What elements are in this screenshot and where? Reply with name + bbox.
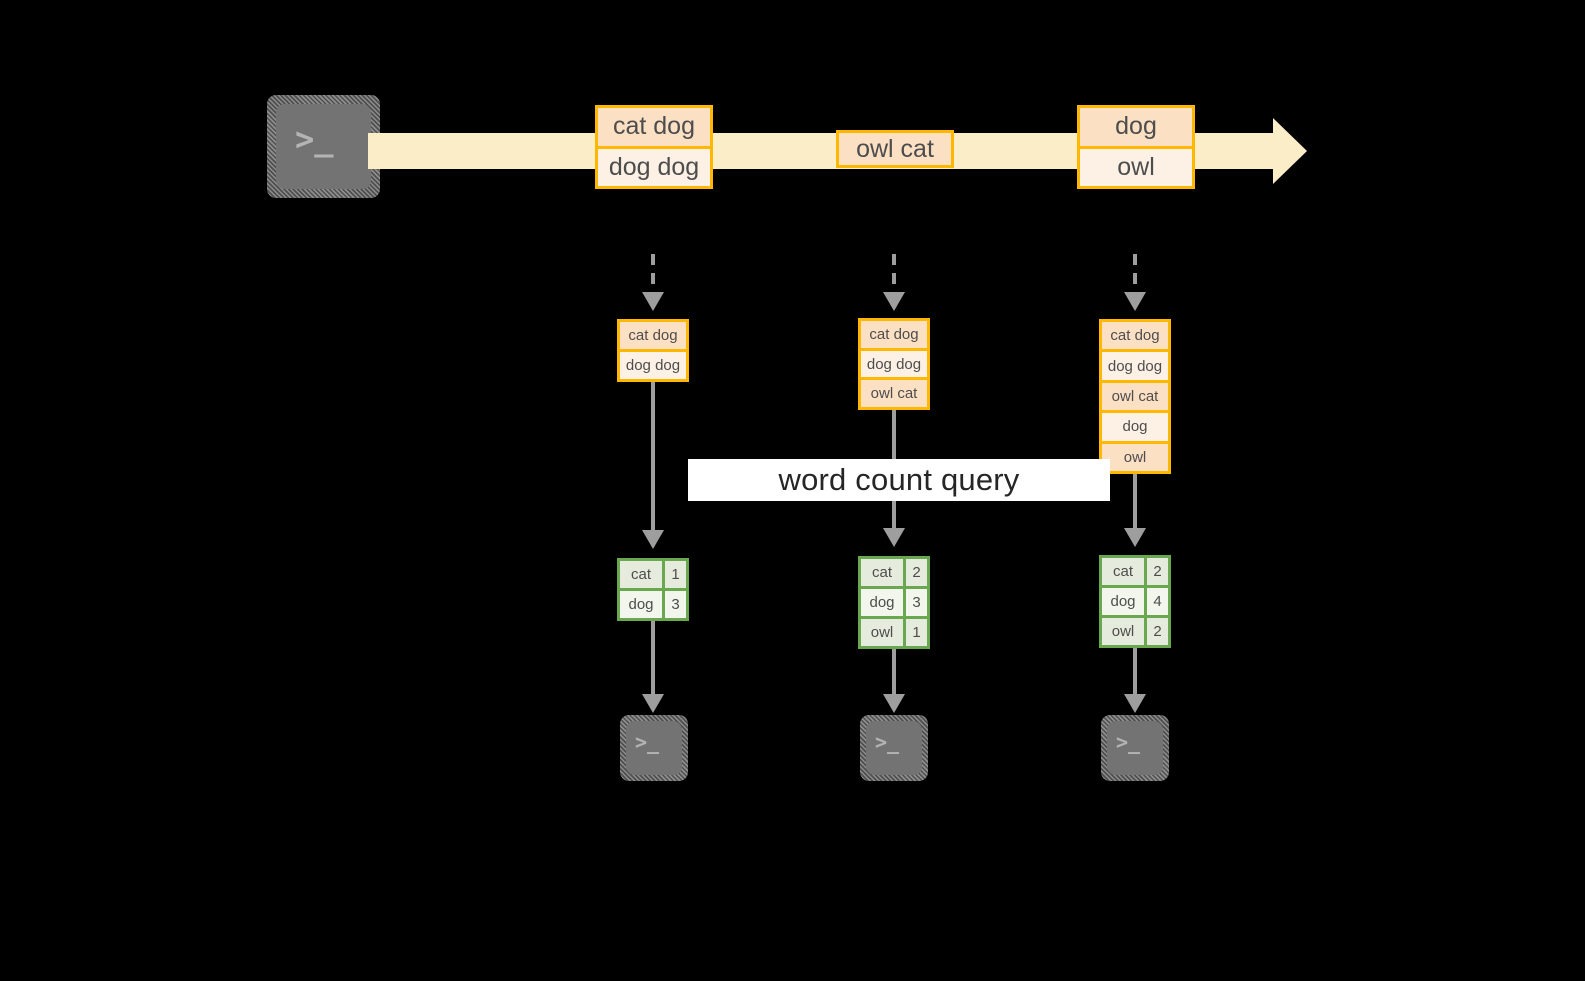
result-count: 2 (1144, 558, 1168, 585)
result-count: 2 (1144, 618, 1168, 645)
stream-message-2: owl cat (836, 130, 954, 168)
result-word: cat (861, 559, 903, 586)
result-row: cat 2 (1102, 558, 1168, 585)
result-count: 1 (662, 561, 686, 588)
buffer-3: cat dog dog dog owl cat dog owl (1099, 319, 1171, 474)
result-to-sink-connector-2 (892, 649, 896, 696)
result-word: dog (1102, 588, 1144, 615)
buffer-line: dog dog (861, 347, 927, 378)
buffer-line: dog dog (620, 349, 686, 379)
sink-terminal-icon-2: >_ (860, 715, 928, 781)
result-row: cat 2 (861, 559, 927, 586)
terminal-face (276, 104, 371, 189)
result-table-2: cat 2 dog 3 owl 1 (858, 556, 930, 649)
buffer-2: cat dog dog dog owl cat (858, 318, 930, 410)
stream-to-buffer-arrowhead-2 (883, 292, 905, 311)
result-count: 2 (903, 559, 927, 586)
result-word: dog (620, 591, 662, 618)
buffer-to-result-connector-3 (1133, 474, 1137, 530)
stream-message-1: cat dog dog dog (595, 105, 713, 189)
terminal-prompt-glyph: >_ (1116, 730, 1141, 754)
terminal-face (1107, 721, 1163, 775)
result-to-sink-arrowhead-3 (1124, 694, 1146, 713)
buffer-line: cat dog (620, 322, 686, 349)
buffer-line: dog (1102, 410, 1168, 441)
record-line: owl (1080, 145, 1192, 186)
buffer-line: cat dog (861, 321, 927, 348)
query-label-text: word count query (778, 462, 1020, 497)
record-line: cat dog (598, 108, 710, 146)
buffer-line: owl cat (861, 377, 927, 408)
stream-to-buffer-connector-2 (892, 254, 896, 294)
result-count: 3 (903, 589, 927, 616)
result-word: cat (620, 561, 662, 588)
result-word: dog (861, 589, 903, 616)
result-row: dog 3 (861, 586, 927, 616)
result-count: 3 (662, 591, 686, 618)
result-to-sink-arrowhead-1 (642, 694, 664, 713)
buffer-line: dog dog (1102, 349, 1168, 380)
result-to-sink-arrowhead-2 (883, 694, 905, 713)
source-terminal-icon: >_ (267, 95, 380, 198)
result-word: owl (1102, 618, 1144, 645)
result-to-sink-connector-1 (651, 621, 655, 696)
stream-to-buffer-arrowhead-3 (1124, 292, 1146, 311)
result-table-1: cat 1 dog 3 (617, 558, 689, 621)
buffer-to-result-arrowhead-1 (642, 530, 664, 549)
query-label-band: word count query (688, 459, 1110, 501)
stream-to-buffer-connector-3 (1133, 254, 1137, 294)
result-row: owl 2 (1102, 615, 1168, 645)
sink-terminal-icon-3: >_ (1101, 715, 1169, 781)
result-row: owl 1 (861, 616, 927, 646)
result-row: dog 3 (620, 588, 686, 618)
result-count: 4 (1144, 588, 1168, 615)
stream-arrow-head (1273, 118, 1310, 184)
record-line: dog (1080, 108, 1192, 146)
result-row: dog 4 (1102, 585, 1168, 615)
stream-to-buffer-connector-1 (651, 254, 655, 294)
buffer-to-result-connector-1 (651, 382, 655, 532)
result-row: cat 1 (620, 561, 686, 588)
record-line: owl cat (839, 133, 951, 165)
terminal-prompt-glyph: >_ (295, 120, 334, 158)
terminal-face (626, 721, 682, 775)
buffer-line: owl (1102, 440, 1168, 472)
buffer-1: cat dog dog dog (617, 319, 689, 382)
terminal-prompt-glyph: >_ (635, 730, 660, 754)
terminal-face (866, 721, 922, 775)
buffer-to-result-arrowhead-2 (883, 528, 905, 547)
sink-terminal-icon-1: >_ (620, 715, 688, 781)
result-word: owl (861, 619, 903, 646)
result-table-3: cat 2 dog 4 owl 2 (1099, 555, 1171, 648)
stream-to-buffer-arrowhead-1 (642, 292, 664, 311)
buffer-line: cat dog (1102, 322, 1168, 350)
result-count: 1 (903, 619, 927, 646)
buffer-to-result-arrowhead-3 (1124, 528, 1146, 547)
buffer-line: owl cat (1102, 379, 1168, 411)
record-line: dog dog (598, 145, 710, 186)
result-word: cat (1102, 558, 1144, 585)
stream-message-3: dog owl (1077, 105, 1195, 189)
terminal-prompt-glyph: >_ (875, 730, 900, 754)
result-to-sink-connector-3 (1133, 648, 1137, 696)
